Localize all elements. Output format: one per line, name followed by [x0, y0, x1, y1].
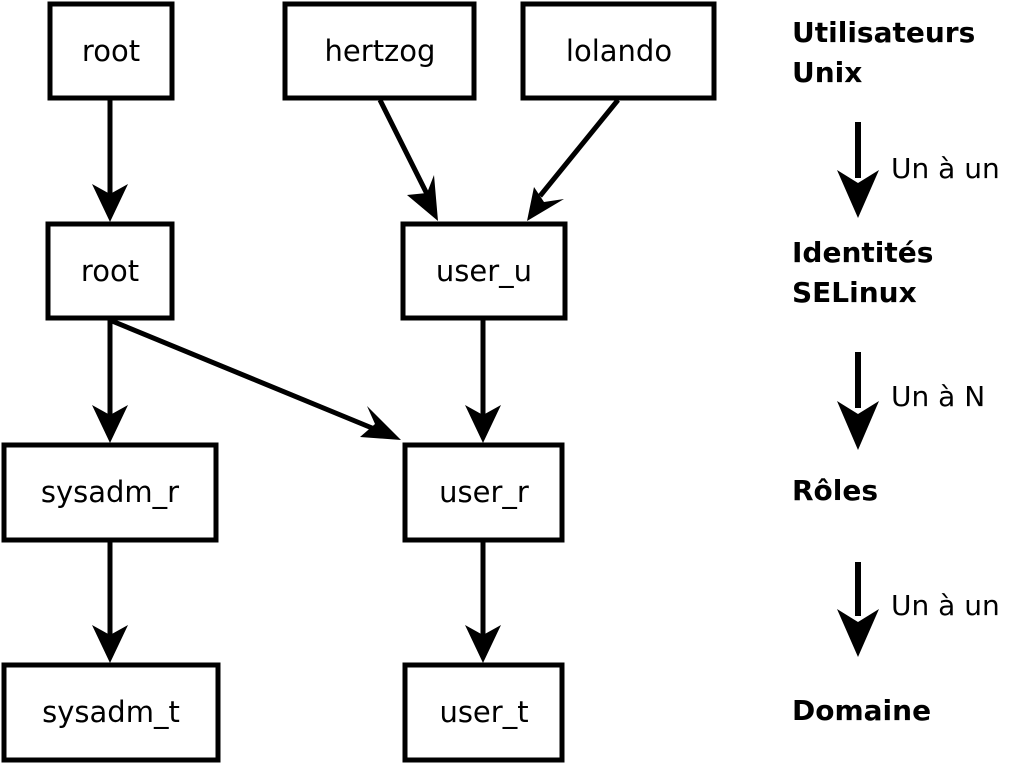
legend-heading-line1: Domaine: [792, 694, 931, 727]
legend-relation-label: Un à un: [891, 589, 1000, 622]
arrow-head-icon: [92, 405, 128, 443]
edge-unix-hertzog-to-identity-user-u: [377, 98, 438, 221]
legend-relation-label: Un à un: [891, 152, 1000, 185]
arrow-head-icon: [837, 609, 879, 657]
node-identity-user-u[interactable]: user_u: [400, 221, 568, 321]
node-identity-root[interactable]: root: [45, 221, 175, 321]
node-unix-lolando[interactable]: lolando: [520, 1, 717, 101]
node-label: sysadm_t: [42, 695, 180, 729]
edge-identity-root-to-role-sysadm-r: [92, 320, 128, 443]
node-unix-root[interactable]: root: [47, 1, 175, 101]
node-label: user_u: [436, 254, 532, 288]
node-label: root: [82, 34, 140, 68]
node-label: sysadm_r: [41, 475, 179, 509]
node-label: hertzog: [325, 34, 436, 68]
node-label: lolando: [566, 34, 672, 68]
legend-relation-one-to-n: Un à N: [837, 352, 985, 450]
node-unix-hertzog[interactable]: hertzog: [282, 1, 477, 101]
arrow-head-icon: [527, 187, 564, 221]
edge-role-sysadm-r-to-domain-sysadm-t: [92, 542, 128, 663]
arrow-head-icon: [92, 184, 128, 222]
node-domain-sysadm-t[interactable]: sysadm_t: [1, 662, 221, 763]
node-label: user_t: [439, 695, 528, 729]
legend-level-domain: Domaine: [792, 694, 931, 727]
edge-identity-user-u-to-role-user-r: [465, 320, 501, 443]
legend-relation-one-to-one-bottom: Un à un: [837, 562, 1000, 657]
legend-heading-line1: Utilisateurs: [792, 16, 975, 49]
node-label: user_r: [439, 475, 529, 509]
legend-heading-line1: Identités: [792, 236, 933, 269]
legend-heading-line2: Unix: [792, 56, 862, 89]
arrow-head-icon: [837, 401, 879, 450]
legend-level-roles: Rôles: [792, 474, 878, 507]
legend-heading-line1: Rôles: [792, 474, 878, 507]
arrow-head-icon: [465, 405, 501, 443]
arrow-head-icon: [92, 625, 128, 663]
arrow-head-icon: [360, 406, 401, 440]
edge-identity-root-to-role-user-r: [111, 318, 401, 440]
arrow-head-icon: [465, 625, 501, 663]
node-role-user-r[interactable]: user_r: [402, 442, 565, 543]
legend-level-unix-users: Utilisateurs Unix: [792, 16, 975, 89]
arrow-head-icon: [837, 170, 879, 218]
edge-unix-root-to-identity-root: [92, 99, 128, 222]
node-label: root: [81, 254, 139, 288]
legend-relation-label: Un à N: [891, 380, 985, 413]
edge-unix-lolando-to-identity-user-u: [527, 98, 620, 221]
legend-heading-line2: SELinux: [792, 276, 917, 309]
legend-relation-one-to-one-top: Un à un: [837, 122, 1000, 218]
legend-level-selinux-identities: Identités SELinux: [792, 236, 933, 309]
node-domain-user-t[interactable]: user_t: [402, 662, 565, 763]
node-role-sysadm-r[interactable]: sysadm_r: [1, 442, 219, 543]
arrow-head-icon: [407, 175, 438, 221]
edge-role-user-r-to-domain-user-t: [465, 542, 501, 663]
